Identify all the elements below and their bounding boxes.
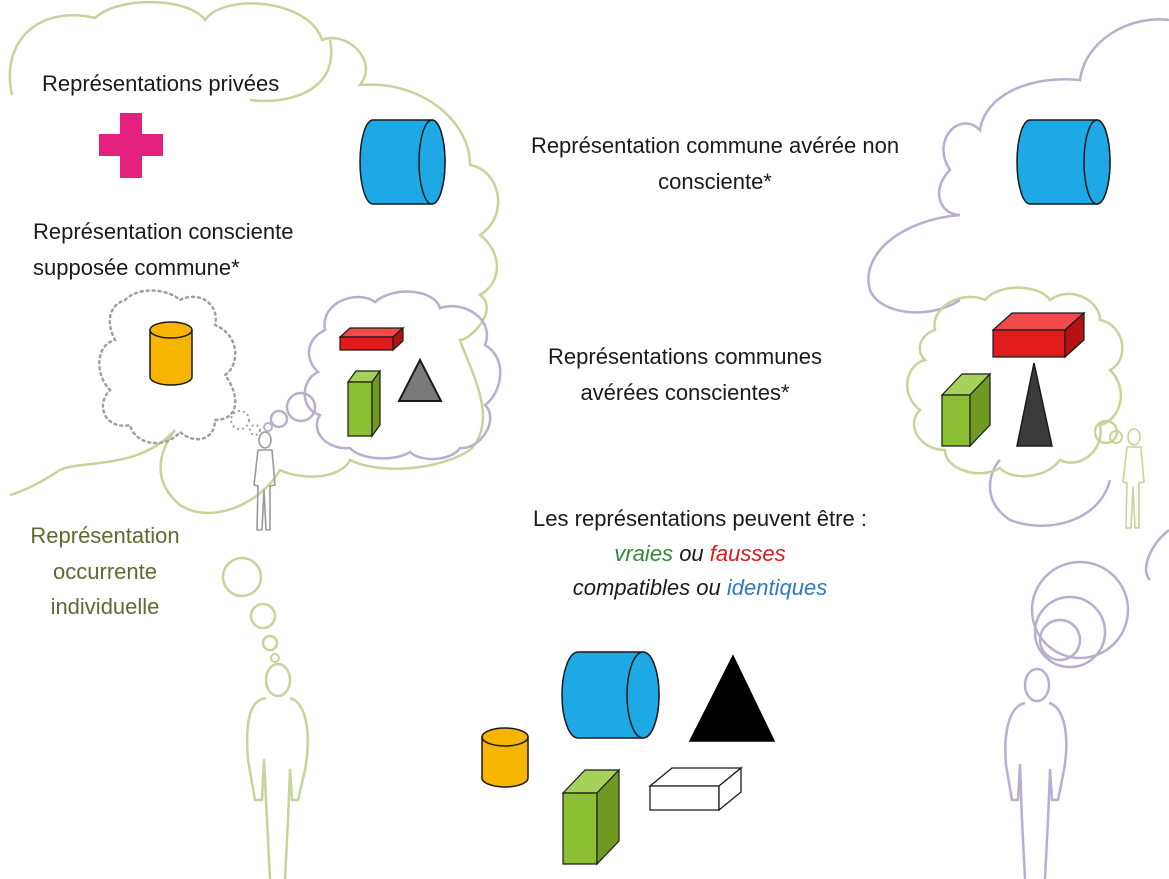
blue-cylinder-right (1016, 119, 1111, 205)
magenta-cross (99, 113, 163, 178)
left-large-person (245, 662, 309, 879)
label-compatible-or-identical: compatibles ou identiques (470, 573, 930, 603)
label-true-or-false: vraies ou fausses (470, 539, 930, 569)
label-common-nonconscious-line1: Représentation commune avérée non (530, 133, 900, 158)
right-small-bubble-2 (1109, 430, 1123, 444)
right-thought-bubble-1 (1030, 560, 1130, 660)
right-cloud-edge (1144, 529, 1169, 581)
blue-cylinder-bottom (561, 651, 660, 739)
left-thought-bubble-2 (249, 602, 277, 630)
yellow-cylinder-small (149, 321, 193, 386)
label-common-conscious-line1: Représentations communes (548, 344, 822, 369)
label-common-nonconscious-line2: consciente* (658, 169, 772, 194)
right-thought-bubble-2 (1033, 595, 1107, 669)
right-thought-bubble-3 (1038, 618, 1082, 662)
left-thought-bubble-1 (221, 556, 263, 598)
left-thought-bubble-4 (270, 653, 280, 663)
green-box-small (346, 369, 382, 438)
red-box-small (338, 326, 405, 352)
dotted-assumed-bubble (98, 289, 237, 445)
left-small-person (253, 431, 276, 531)
word-compatibles: compatibles (572, 575, 691, 600)
blue-cylinder-left (359, 119, 446, 205)
dark-grey-tall-triangle (1016, 362, 1053, 447)
right-big-thought-cloud (867, 18, 1169, 314)
label-occurrent-line2: occurrente (53, 559, 157, 584)
label-occurrent-line1: Représentation (30, 523, 180, 548)
yellow-cylinder-bottom (481, 727, 529, 788)
right-small-person-cloud (906, 286, 1124, 478)
word-ou-1: ou (679, 541, 704, 566)
word-fausses: fausses (709, 541, 786, 566)
right-big-cloud-lower (988, 459, 1112, 527)
left-cloud-bump-top (249, 39, 333, 103)
right-small-person (1122, 428, 1145, 529)
left-big-thought-cloud (8, 0, 500, 515)
word-identiques: identiques (726, 575, 828, 600)
right-large-person (1004, 667, 1068, 879)
label-conscious-assumed-line1: Représentation consciente (33, 219, 294, 244)
left-small-bubble-1 (285, 391, 317, 423)
word-vraies: vraies (614, 541, 674, 566)
label-common-conscious-line2: avérées conscientes* (580, 380, 790, 405)
word-ou-2: ou (696, 575, 721, 600)
red-box-right (991, 311, 1086, 359)
black-triangle-bottom (688, 654, 776, 742)
dotted-bubble-dot-2 (249, 424, 261, 436)
label-conscious-assumed-line2: supposée commune* (33, 255, 240, 280)
left-small-bubble-2 (269, 409, 289, 429)
label-can-be: Les représentations peuvent être : (533, 506, 867, 531)
white-box-bottom (648, 766, 743, 812)
green-box-right (940, 372, 992, 448)
grey-triangle (397, 357, 443, 402)
left-small-person-cloud (303, 290, 502, 461)
dotted-bubble-dot-1 (230, 410, 250, 430)
left-thought-bubble-3 (261, 634, 279, 652)
label-occurrent-line3: individuelle (50, 594, 160, 619)
left-small-bubble-3 (263, 422, 273, 432)
label-private-representations: Représentations privées (42, 71, 280, 96)
green-box-bottom (561, 768, 621, 866)
